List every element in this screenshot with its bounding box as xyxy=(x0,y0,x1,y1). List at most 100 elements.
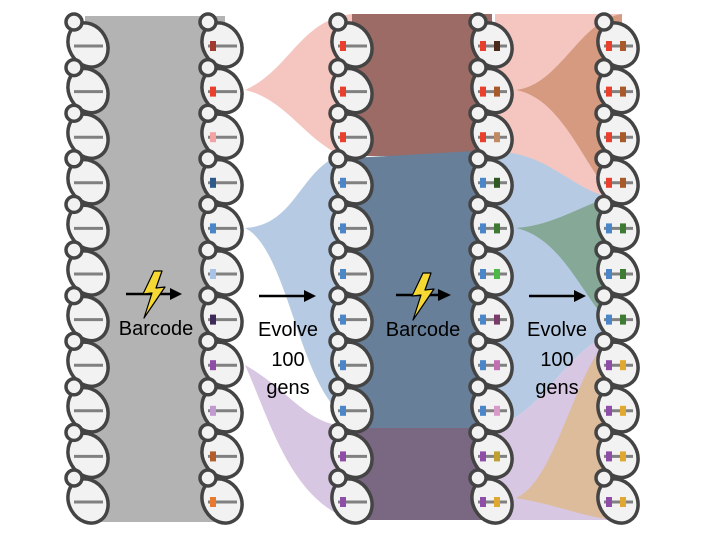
cell-bud xyxy=(198,377,218,397)
lightning-bolt-icon xyxy=(142,270,166,319)
arrowhead-icon xyxy=(438,289,451,301)
cell-bud xyxy=(594,468,614,488)
generations-unit-1: gens xyxy=(266,377,309,399)
yeast-cell xyxy=(468,422,514,480)
yeast-cell xyxy=(198,285,244,343)
flow-tan-2 xyxy=(516,332,622,520)
cell-bud xyxy=(468,194,488,215)
cell-bud xyxy=(64,103,84,123)
yeast-cell xyxy=(328,194,374,252)
cell-column-barcoded-2 xyxy=(468,12,514,525)
yeast-cell xyxy=(328,468,374,525)
yeast-cell xyxy=(198,57,244,115)
cell-bud xyxy=(64,57,84,78)
cell-bud xyxy=(328,240,348,260)
barcode-mark xyxy=(494,41,500,51)
barcode-mark xyxy=(606,497,612,507)
cell-column-barcoded-1 xyxy=(198,12,244,525)
barcode-mark xyxy=(210,451,216,462)
yeast-cell xyxy=(198,149,244,206)
cell-bud xyxy=(328,57,348,78)
barcode-step-1: Barcode xyxy=(119,270,194,340)
cell-bud xyxy=(198,285,218,306)
cell-bud xyxy=(594,149,614,169)
cell-bud xyxy=(198,468,218,488)
barcode-mark xyxy=(340,360,346,371)
cell-bud xyxy=(64,422,84,443)
barcode-mark xyxy=(620,132,626,143)
flow-purple-1 xyxy=(245,365,352,520)
barcode-mark xyxy=(340,41,346,51)
yeast-cell xyxy=(594,331,640,389)
barcode-mark xyxy=(620,269,626,279)
arrowhead-icon xyxy=(304,290,316,302)
cell-bud xyxy=(468,331,488,351)
yeast-cell xyxy=(328,149,374,206)
barcode-mark xyxy=(494,269,500,279)
cell-bud xyxy=(594,103,614,123)
barcode-mark xyxy=(340,86,346,97)
barcode-mark xyxy=(494,360,500,371)
barcode-mark xyxy=(494,451,500,462)
yeast-cell xyxy=(594,285,640,343)
yeast-cell xyxy=(468,194,514,252)
cell-bud xyxy=(64,377,84,397)
yeast-cell xyxy=(594,422,640,480)
barcode-mark xyxy=(620,451,626,462)
yeast-cell xyxy=(64,103,110,161)
cell-bud xyxy=(198,103,218,123)
barcode-mark xyxy=(480,177,486,188)
cell-bud xyxy=(468,285,488,306)
barcode-mark xyxy=(480,41,486,51)
yeast-cell xyxy=(64,149,110,206)
barcode-mark xyxy=(340,497,346,507)
cell-bud xyxy=(468,57,488,78)
cell-bud xyxy=(594,331,614,351)
cell-bud xyxy=(594,12,614,32)
barcode-mark xyxy=(340,451,346,462)
yeast-cell xyxy=(594,468,640,525)
barcode-mark xyxy=(340,132,346,143)
cell-bud xyxy=(328,12,348,32)
barcode-mark xyxy=(606,314,612,325)
cell-columns xyxy=(64,12,640,525)
barcode-mark xyxy=(210,405,216,416)
yeast-cell xyxy=(328,331,374,389)
cell-bud xyxy=(468,12,488,32)
barcode-mark xyxy=(210,269,216,279)
cell-bud xyxy=(328,377,348,397)
cell-bud xyxy=(64,468,84,488)
yeast-cell xyxy=(198,422,244,480)
cell-bud xyxy=(594,57,614,78)
cell-bud xyxy=(198,422,218,443)
lightning-bolt-icon xyxy=(411,272,435,321)
barcode-label-1: Barcode xyxy=(119,318,194,340)
barcode-mark xyxy=(210,132,216,143)
cell-bud xyxy=(198,240,218,260)
cell-bud xyxy=(468,468,488,488)
cell-column-evolved-1 xyxy=(328,12,374,525)
barcode-mark xyxy=(210,177,216,188)
barcode-mark xyxy=(606,132,612,143)
cell-bud xyxy=(328,149,348,169)
barcode-mark xyxy=(606,269,612,279)
barcode-mark xyxy=(210,497,216,507)
yeast-cell xyxy=(328,377,374,434)
yeast-cell xyxy=(594,12,640,69)
yeast-cell xyxy=(594,103,640,161)
barcode-mark xyxy=(480,269,486,279)
barcode-mark xyxy=(480,451,486,462)
barcode-mark xyxy=(480,223,486,234)
barcode-mark xyxy=(494,132,500,143)
barcode-mark xyxy=(480,405,486,416)
yeast-cell xyxy=(468,377,514,434)
barcode-mark xyxy=(606,177,612,188)
cell-bud xyxy=(64,285,84,306)
yeast-cell xyxy=(198,331,244,389)
cell-bud xyxy=(594,377,614,397)
yeast-cell xyxy=(198,468,244,525)
barcode-mark xyxy=(480,314,486,325)
barcode-mark xyxy=(480,360,486,371)
barcode-step-2: Barcode xyxy=(386,272,460,341)
cell-column-evolved-2 xyxy=(594,12,640,525)
